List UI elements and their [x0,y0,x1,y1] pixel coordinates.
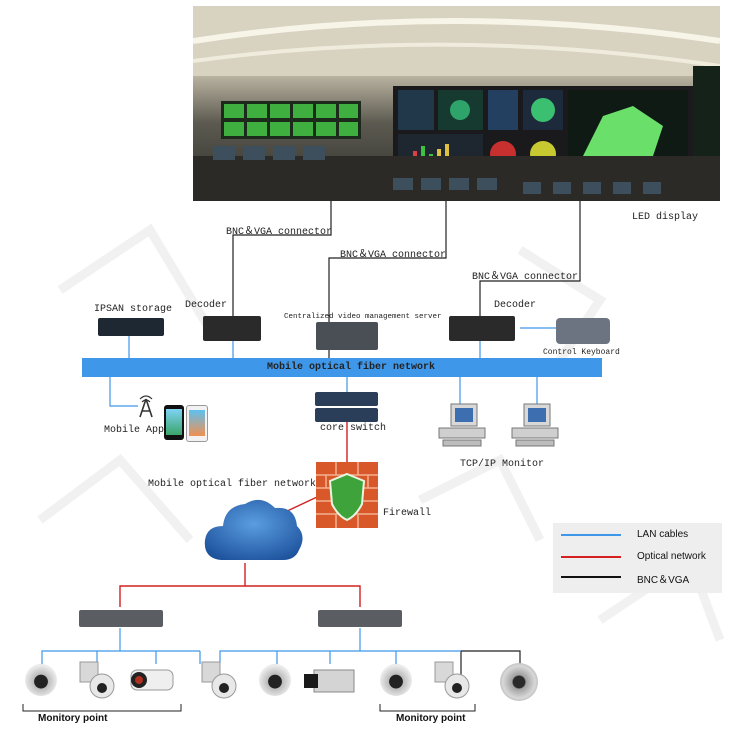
connector-label-center: BNC＆VGA connector [340,250,447,261]
access-switch-right [318,610,402,627]
video-wall-photo [193,6,720,201]
lan-mobile [109,377,138,407]
smartphone-icon [186,405,208,442]
bnc-line-right [479,201,581,316]
mobile-app-label: Mobile App [104,425,165,436]
legend-swatch-lan [561,534,621,536]
ptz-camera-icon [79,661,115,699]
legend-swatch-optical [561,556,621,558]
cloud-label: Mobile optical fiber network [148,479,317,490]
antenna-icon [139,395,153,418]
bnc-line-center [328,201,447,358]
core-switch-device [315,392,378,406]
computer-icon [511,403,559,447]
control-keyboard-device [556,318,610,344]
legend-label-bnc: BNC＆VGA [637,575,690,586]
decoder-right-label: Decoder [494,300,537,311]
legend-label-optical: Optical network [637,551,706,562]
box-camera-icon [304,669,355,693]
dome-camera-icon [380,664,412,696]
firewall-icon [316,462,378,528]
monitory-bracket-right [379,704,476,712]
legend-swatch-bnc [561,576,621,578]
connector-label-right: BNC＆VGA connector [472,272,579,283]
monitory-bracket-left [22,704,182,712]
legend-label-lan: LAN cables [637,529,689,540]
ipsan-storage-device [98,318,164,336]
smartphone-icon [164,405,184,440]
bnc-line-camera [460,650,521,688]
fiber-network-bar [82,358,602,377]
bullet-camera-icon [130,669,174,691]
cloud-network-icon [204,499,303,560]
server-label: Centralized video management server [284,313,442,321]
core-switch-label: core switch [320,423,387,434]
decoder-left-device [203,316,261,341]
tcpip-label: TCP/IP [460,459,497,470]
ptz-camera-icon [201,661,237,699]
control-room-illustration [193,6,720,201]
ipsan-label: IPSAN storage [94,304,173,315]
access-switch-left [79,610,163,627]
decoder-right-device [449,316,515,341]
core-switch-device [315,408,378,422]
computer-icon [438,403,486,447]
legend: LAN cables Optical network BNC＆VGA [553,523,722,593]
connector-label-left: BNC＆VGA connector [226,227,333,238]
monitor-label: Monitor [502,459,545,470]
monitory-point-right-label: Monitory point [396,713,466,724]
firewall-label: Firewall [383,508,432,519]
monitory-point-left-label: Monitory point [38,713,108,724]
dome-camera-icon [25,664,57,696]
decoder-left-label: Decoder [185,300,228,311]
led-display-caption: LED display [632,212,699,223]
server-device [316,322,378,350]
speed-dome-camera-icon [500,663,538,701]
fiber-bar-label: Mobile optical fiber network [267,362,436,373]
bnc-line-left [232,201,332,316]
optical-cloud-tree [119,563,246,607]
control-keyboard-label: Control Keyboard [543,348,620,357]
dome-camera-icon [259,664,291,696]
ptz-camera-icon [434,661,470,699]
